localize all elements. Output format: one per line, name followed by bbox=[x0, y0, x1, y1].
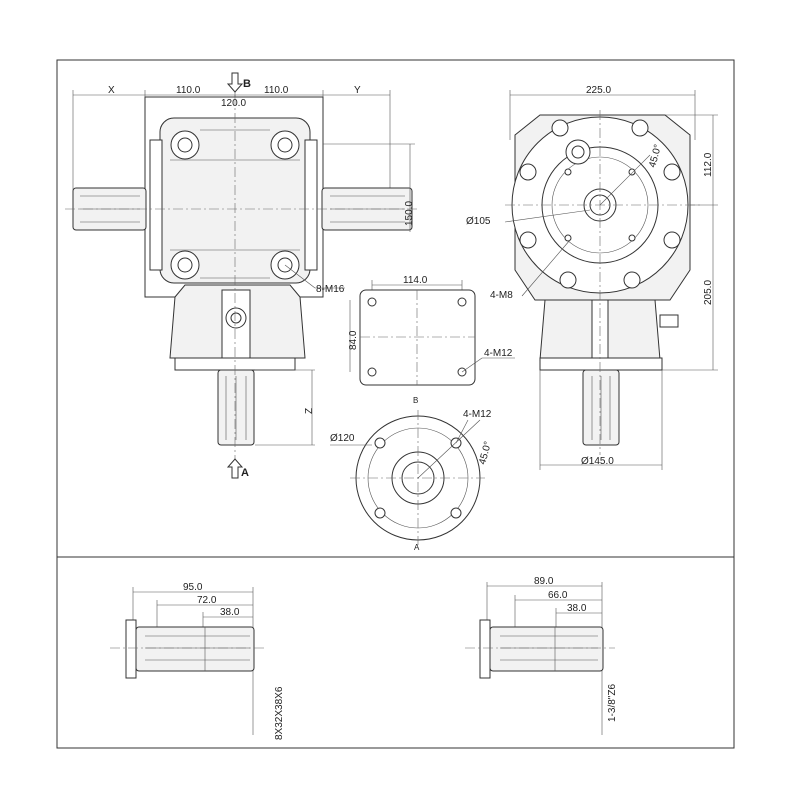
shaft-left-mid: 72.0 bbox=[197, 595, 217, 606]
view-b-caption: B bbox=[413, 396, 418, 405]
view-a bbox=[330, 410, 485, 545]
dim-y-label: Y bbox=[354, 85, 361, 96]
shaft-left-short: 38.0 bbox=[220, 607, 240, 618]
shaft-right-detail bbox=[465, 582, 615, 735]
shaft-right-short: 38.0 bbox=[567, 603, 587, 614]
dim-housing-height: 150.0 bbox=[404, 201, 415, 226]
shaft-left-total: 95.0 bbox=[183, 582, 203, 593]
view-a-caption: A bbox=[414, 543, 420, 552]
dim-center-width: 120.0 bbox=[221, 98, 246, 109]
drawing-border bbox=[56, 59, 735, 749]
view-b-width: 114.0 bbox=[403, 275, 428, 286]
view-b-bolt-label: 4-M12 bbox=[484, 348, 513, 359]
front-view bbox=[65, 72, 420, 479]
dim-left-width: 110.0 bbox=[176, 85, 201, 96]
dim-x-label: X bbox=[108, 85, 115, 96]
shaft-right-spec: 1-3/8"Z6 bbox=[607, 684, 618, 722]
view-a-dia: Ø120 bbox=[330, 433, 355, 444]
side-dim-width: 225.0 bbox=[586, 85, 611, 96]
view-b-height: 84.0 bbox=[348, 330, 359, 350]
shaft-right-mid: 66.0 bbox=[548, 590, 568, 601]
side-dim-upper: 112.0 bbox=[703, 152, 714, 177]
side-bolt-label: 4-M8 bbox=[490, 290, 513, 301]
shaft-left-detail bbox=[110, 587, 265, 735]
view-b bbox=[349, 280, 515, 386]
side-dim-bore: Ø105 bbox=[466, 216, 491, 227]
side-dim-base: Ø145.0 bbox=[581, 456, 614, 467]
dim-right-width: 110.0 bbox=[264, 85, 289, 96]
side-view bbox=[504, 90, 718, 470]
shaft-left-spec: 8X32X38X6 bbox=[274, 686, 285, 740]
dim-z-label: Z bbox=[304, 408, 315, 414]
side-dim-lower: 205.0 bbox=[703, 280, 714, 305]
view-a-angle: 45.0° bbox=[477, 440, 494, 466]
arrow-a-label: A bbox=[241, 467, 249, 479]
arrow-b-label: B bbox=[243, 78, 251, 90]
front-bolt-label: 8-M16 bbox=[316, 284, 345, 295]
view-a-bolt-label: 4-M12 bbox=[463, 409, 492, 420]
shaft-right-total: 89.0 bbox=[534, 576, 554, 587]
